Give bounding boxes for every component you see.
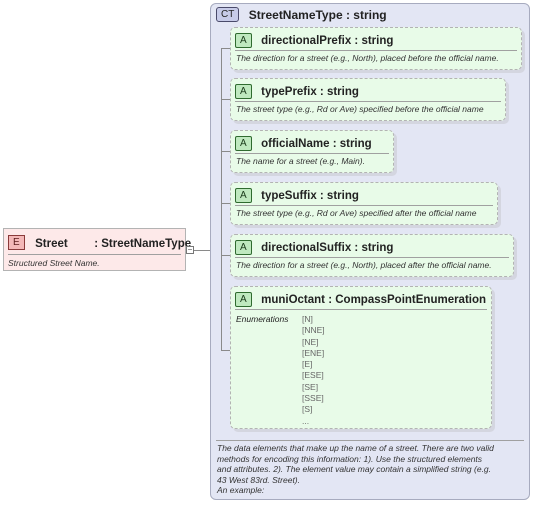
attribute-name: typeSuffix : string <box>261 189 359 202</box>
attribute-badge: A <box>235 136 252 152</box>
attribute-doc: The street type (e.g., Rd or Ave) specif… <box>236 104 484 114</box>
enum-value: [ESE] <box>302 370 324 381</box>
attribute-header: A typeSuffix : string <box>235 187 359 204</box>
doc-line: and attributes. 2). The element value ma… <box>217 464 492 475</box>
doc-line: 43 West 83rd. Street). <box>217 474 300 485</box>
attribute-header: A officialName : string <box>235 135 372 152</box>
attribute-header: A directionalSuffix : string <box>235 239 394 256</box>
attribute-header: A typePrefix : string <box>235 83 359 100</box>
attribute-muni-octant[interactable]: A muniOctant : CompassPointEnumeration E… <box>230 286 492 429</box>
attribute-name: directionalPrefix : string <box>261 34 394 47</box>
complex-type-doc-divider <box>216 440 524 441</box>
attribute-header: A muniOctant : CompassPointEnumeration <box>235 291 487 308</box>
attribute-doc: The name for a street (e.g., Main). <box>236 156 365 166</box>
enum-value: [N] <box>302 314 313 324</box>
element-connector <box>186 250 210 251</box>
attribute-badge: A <box>235 240 252 256</box>
doc-line: methods for encoding this information: 1… <box>217 453 483 464</box>
attribute-directional-prefix[interactable]: A directionalPrefix : string The directi… <box>230 27 522 70</box>
attribute-divider <box>235 50 517 51</box>
attribute-badge: A <box>235 188 252 204</box>
attribute-doc: The direction for a street (e.g., North)… <box>236 260 492 270</box>
enum-value: [NE] <box>302 336 319 347</box>
element-street[interactable]: E Street : StreetNameType Structured Str… <box>3 228 191 271</box>
attribute-divider <box>235 257 509 258</box>
attribute-name: directionalSuffix : string <box>261 241 394 254</box>
attribute-badge: A <box>235 33 252 49</box>
element-badge: E <box>8 235 25 251</box>
enum-value: [NNE] <box>302 325 325 336</box>
attribute-badge: A <box>235 292 252 308</box>
enum-value: [S] <box>302 404 313 415</box>
tree-branch-4 <box>221 203 230 204</box>
enumerations-list: [N] [NNE] [NE] [ENE] [E] [ESE] [SE] [SSE… <box>302 314 325 427</box>
attribute-divider <box>235 309 487 310</box>
enum-value: ... <box>302 415 310 426</box>
complex-type-header: CT StreetNameType : string <box>216 6 387 24</box>
attribute-doc: The direction for a street (e.g., North)… <box>236 53 499 63</box>
enum-value: [ENE] <box>302 347 325 358</box>
tree-branch-6 <box>221 350 230 351</box>
doc-line: An example: <box>217 485 265 496</box>
attribute-header: A directionalPrefix : string <box>235 32 394 49</box>
attribute-divider <box>235 205 493 206</box>
attribute-directional-suffix[interactable]: A directionalSuffix : string The directi… <box>230 234 514 277</box>
attribute-official-name[interactable]: A officialName : string The name for a s… <box>230 130 394 173</box>
collapse-toggle[interactable]: − <box>186 245 194 254</box>
element-header: E Street : StreetNameType <box>8 234 191 252</box>
complex-type-badge: CT <box>216 7 240 23</box>
attribute-name: typePrefix : string <box>261 85 359 98</box>
attribute-name: officialName : string <box>261 137 372 150</box>
complex-type-title: StreetNameType : string <box>248 7 387 22</box>
element-name: Street <box>35 238 68 250</box>
attribute-type-prefix[interactable]: A typePrefix : string The street type (e… <box>230 78 506 121</box>
attribute-name: muniOctant : CompassPointEnumeration <box>261 293 487 306</box>
attribute-divider <box>235 153 389 154</box>
enum-value: [SSE] <box>302 393 324 404</box>
tree-trunk <box>221 48 222 350</box>
element-divider <box>8 254 181 255</box>
enumerations-label: Enumerations <box>236 314 289 324</box>
tree-branch-1 <box>221 48 230 49</box>
tree-branch-5 <box>221 255 230 256</box>
attribute-divider <box>235 101 501 102</box>
enum-value: [E] <box>302 359 313 370</box>
tree-branch-3 <box>221 151 230 152</box>
element-type: : StreetNameType <box>94 238 192 250</box>
enum-value: [SE] <box>302 381 319 392</box>
attribute-type-suffix[interactable]: A typeSuffix : string The street type (e… <box>230 182 498 225</box>
doc-line: The data elements that make up the name … <box>217 443 494 453</box>
attribute-doc: The street type (e.g., Rd or Ave) specif… <box>236 208 477 218</box>
element-doc: Structured Street Name. <box>8 258 100 268</box>
complex-type-doc: The data elements that make up the name … <box>217 443 522 496</box>
attribute-badge: A <box>235 84 252 100</box>
tree-branch-2 <box>221 99 230 100</box>
